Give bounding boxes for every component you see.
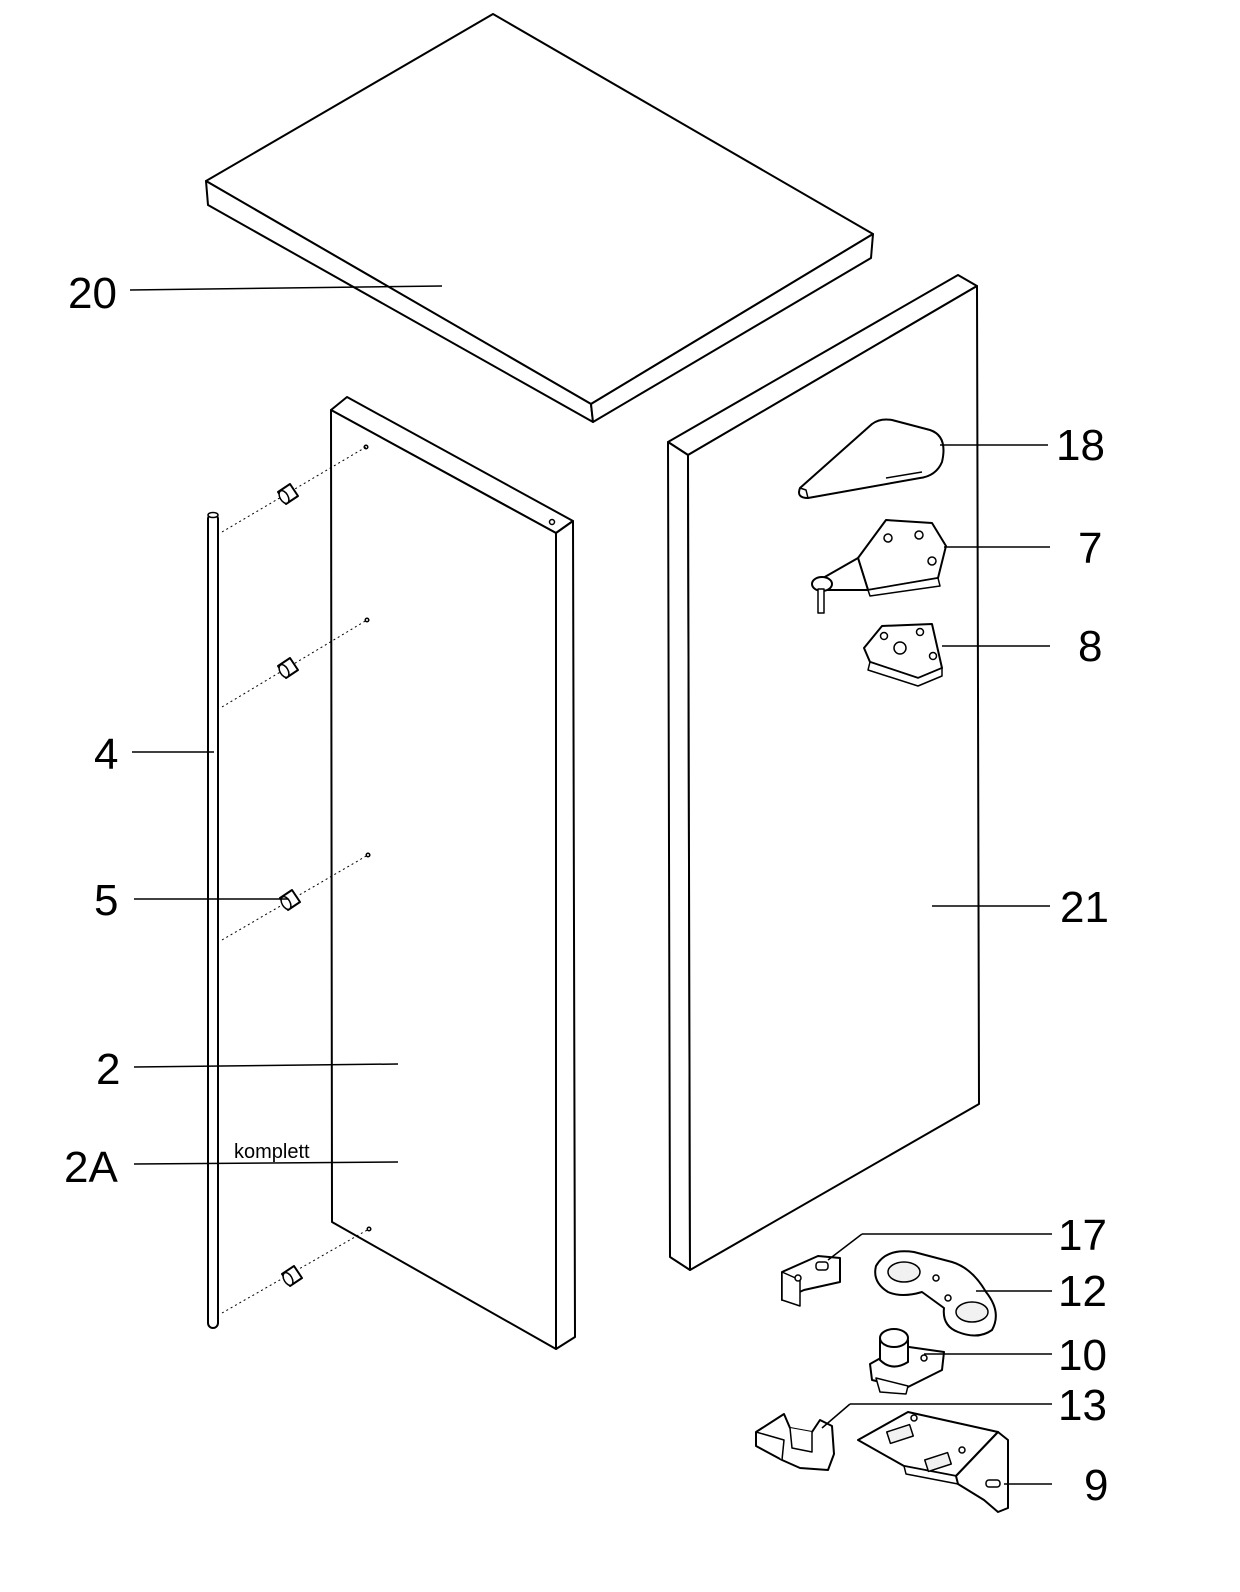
callout-2A: 2A (64, 1143, 118, 1192)
handle-holder-2 (277, 657, 299, 679)
upper-hinge (811, 519, 947, 614)
small-bracket (781, 1255, 841, 1307)
lower-hinge-plate (874, 1250, 997, 1337)
callout-5: 5 (94, 876, 118, 925)
callout-7: 7 (1078, 524, 1102, 573)
callout-4: 4 (94, 730, 118, 779)
callout-17: 17 (1058, 1211, 1107, 1260)
clip (755, 1413, 835, 1471)
callout-8: 8 (1078, 622, 1102, 671)
leader-17 (827, 1233, 863, 1261)
leader-2 (133, 1063, 399, 1068)
callout-12: 12 (1058, 1267, 1107, 1316)
handle-holder-1 (277, 483, 299, 505)
leader-20 (129, 285, 443, 291)
callout-21: 21 (1060, 883, 1109, 932)
leader-13 (821, 1403, 851, 1429)
callout-13: 13 (1058, 1381, 1107, 1430)
callout-2: 2 (96, 1045, 120, 1094)
side-panel (667, 274, 980, 1271)
handle-holder-3 (279, 889, 301, 911)
hinge-pin (869, 1328, 945, 1395)
handle-holders (221, 446, 370, 1314)
top-panel (205, 13, 874, 423)
callout-10: 10 (1058, 1331, 1107, 1380)
leader-lines (129, 285, 1052, 1485)
lower-bracket (857, 1411, 1009, 1513)
callout-2A-note: komplett (234, 1141, 310, 1163)
callout-20: 20 (68, 269, 117, 318)
callout-18: 18 (1056, 421, 1105, 470)
handle-rod (207, 511, 219, 1329)
callout-labels: 20 18 7 8 4 5 2 2A komplett 21 17 12 10 … (64, 269, 1109, 1510)
door-panel (330, 396, 576, 1350)
callout-9: 9 (1084, 1461, 1108, 1510)
handle-holder-4 (281, 1265, 303, 1287)
leader-2A (133, 1161, 399, 1165)
hinge-plate (863, 623, 943, 687)
hinge-cover (798, 418, 945, 499)
